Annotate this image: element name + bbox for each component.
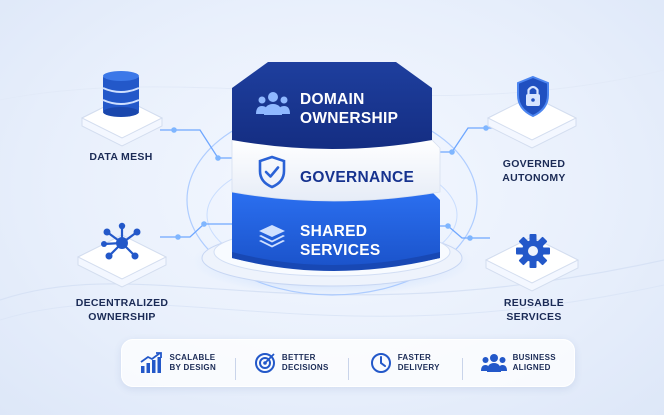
decentralized-ownership-label: DECENTRALIZED OWNERSHIP bbox=[56, 296, 188, 324]
shield-lock-icon bbox=[517, 75, 549, 118]
clock-icon bbox=[370, 353, 391, 373]
layer-top-line1: DOMAIN bbox=[300, 91, 365, 108]
benefit-scalable-line1: SCALABLE bbox=[169, 353, 216, 362]
growth-chart-icon bbox=[140, 352, 163, 373]
target-icon bbox=[254, 353, 275, 373]
governed-line2: AUTONOMY bbox=[502, 172, 566, 184]
shield-check-icon bbox=[258, 155, 286, 189]
network-icon bbox=[101, 222, 141, 260]
benefit-decisions-line1: BETTER bbox=[281, 353, 316, 362]
reusable-services-label: REUSABLE SERVICES bbox=[484, 296, 584, 324]
data-mesh-text: DATA MESH bbox=[89, 151, 153, 163]
data-mesh-label: DATA MESH bbox=[60, 150, 182, 164]
governed-autonomy-label: GOVERNED AUTONOMY bbox=[484, 157, 584, 185]
benefit-aligned-line2: ALIGNED bbox=[512, 363, 551, 372]
gear-icon bbox=[516, 234, 550, 268]
layer-bottom-line1: SHARED bbox=[300, 223, 368, 240]
layer-bottom-line2: SERVICES bbox=[300, 242, 381, 259]
decentralized-line2: OWNERSHIP bbox=[88, 311, 156, 323]
benefit-decisions-line2: DECISIONS bbox=[281, 363, 329, 372]
decentralized-line1: DECENTRALIZED bbox=[75, 297, 169, 309]
shared-services-label: SHARED SERVICES bbox=[300, 222, 381, 260]
team-icon bbox=[480, 354, 507, 372]
governance-label: GOVERNANCE bbox=[300, 168, 414, 187]
benefit-delivery-line2: DELIVERY bbox=[397, 363, 440, 372]
stack-layers-icon bbox=[259, 225, 285, 248]
people-icon bbox=[256, 92, 290, 115]
reusable-line1: REUSABLE bbox=[503, 297, 565, 309]
reusable-line2: SERVICES bbox=[506, 311, 562, 323]
layer-middle-label: GOVERNANCE bbox=[300, 169, 415, 186]
database-icon bbox=[102, 71, 140, 117]
domain-ownership-label: DOMAIN OWNERSHIP bbox=[300, 90, 398, 128]
benefit-delivery-line1: FASTER bbox=[397, 353, 432, 362]
benefit-scalable-line2: BY DESIGN bbox=[169, 363, 217, 372]
benefit-aligned-line1: BUSINESS bbox=[512, 353, 556, 362]
governed-line1: GOVERNED bbox=[502, 158, 566, 170]
layer-top-line2: OWNERSHIP bbox=[300, 110, 399, 127]
